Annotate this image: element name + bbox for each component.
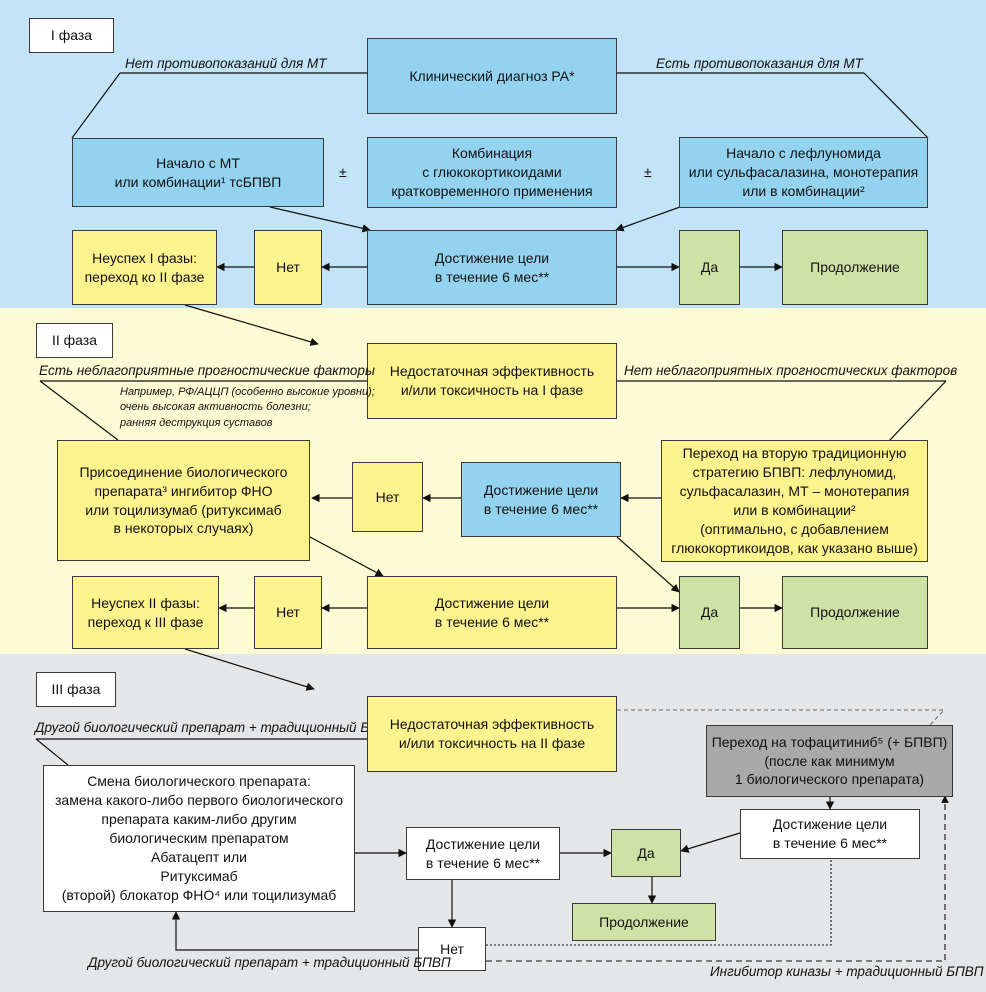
phase2-insufficient-box: Недостаточная эффективность и/или токсич… (367, 696, 617, 772)
no-contraindications-label: Нет противопоказаний для МТ (125, 56, 327, 71)
phase2-goal-right-box: Достижение цели в течение 6 мес** (461, 462, 621, 537)
phase2-no-top-box: Нет (352, 462, 423, 532)
phase3-continue-box: Продолжение (572, 903, 716, 941)
favorable-factors-label: Нет неблагоприятных прогностических факт… (624, 363, 958, 378)
other-biologic-bottom-label: Другой биологический препарат + традицио… (88, 955, 451, 970)
phase3-goal-right-box: Достижение цели в течение 6 мес** (740, 809, 920, 859)
phase2-label: II фаза (36, 323, 113, 358)
phase1-yes-box: Да (679, 230, 740, 305)
plus-minus-left: ± (339, 164, 347, 180)
add-biologic-box: Присоединение биологического препарата³ … (57, 440, 310, 561)
phase2-goal-bottom-box: Достижение цели в течение 6 мес** (367, 576, 617, 649)
change-biologic-box: Смена биологического препарата: замена к… (43, 765, 355, 912)
phase1-continue-box: Продолжение (782, 230, 928, 305)
phase3-yes-box: Да (611, 829, 681, 877)
clinical-diagnosis-box: Клинический диагноз РА* (367, 38, 617, 114)
phase2-yes-box: Да (679, 576, 740, 649)
glucocorticoid-combination-box: Комбинация с глюкокортикоидами кратковре… (367, 137, 617, 208)
phase1-label: I фаза (29, 18, 114, 53)
phase3-label: III фаза (36, 672, 116, 707)
other-biologic-top-label: Другой биологический препарат + традицио… (35, 720, 398, 735)
phase1-goal-box: Достижение цели в течение 6 мес** (367, 230, 617, 305)
phase1-insufficient-box: Недостаточная эффективность и/или токсич… (367, 343, 617, 419)
phase2-continue-box: Продолжение (782, 576, 928, 649)
phase3-no-box: Нет (418, 927, 486, 971)
tofacitinib-box: Переход на тофацитиниб⁵ (+ БПВП) (после … (706, 725, 953, 797)
has-contraindications-label: Есть противопоказания для МТ (656, 56, 863, 71)
phase1-failure-box: Неуспех I фазы: переход ко II фазе (72, 230, 217, 305)
start-leflunomide-box: Начало с лефлуномида или сульфасалазина,… (679, 137, 928, 208)
phase2-no-bottom-box: Нет (254, 576, 322, 649)
phase3-goal-left-box: Достижение цели в течение 6 мес** (406, 827, 560, 880)
phase2-failure-box: Неуспех II фазы: переход к III фазе (72, 576, 219, 649)
kinase-inhibitor-label: Ингибитор киназы + традиционный БПВП (710, 964, 984, 979)
second-dmard-strategy-box: Переход на вторую традиционную стратегию… (661, 440, 928, 562)
prognostic-examples-note: Например, РФ/АЦЦП (особенно высокие уров… (120, 386, 375, 429)
start-mt-box: Начало с МТ или комбинации¹ тсБПВП (72, 138, 324, 207)
plus-minus-right: ± (644, 164, 652, 180)
phase1-no-box: Нет (254, 230, 322, 305)
unfavorable-factors-label: Есть неблагоприятные прогностические фак… (39, 363, 375, 378)
